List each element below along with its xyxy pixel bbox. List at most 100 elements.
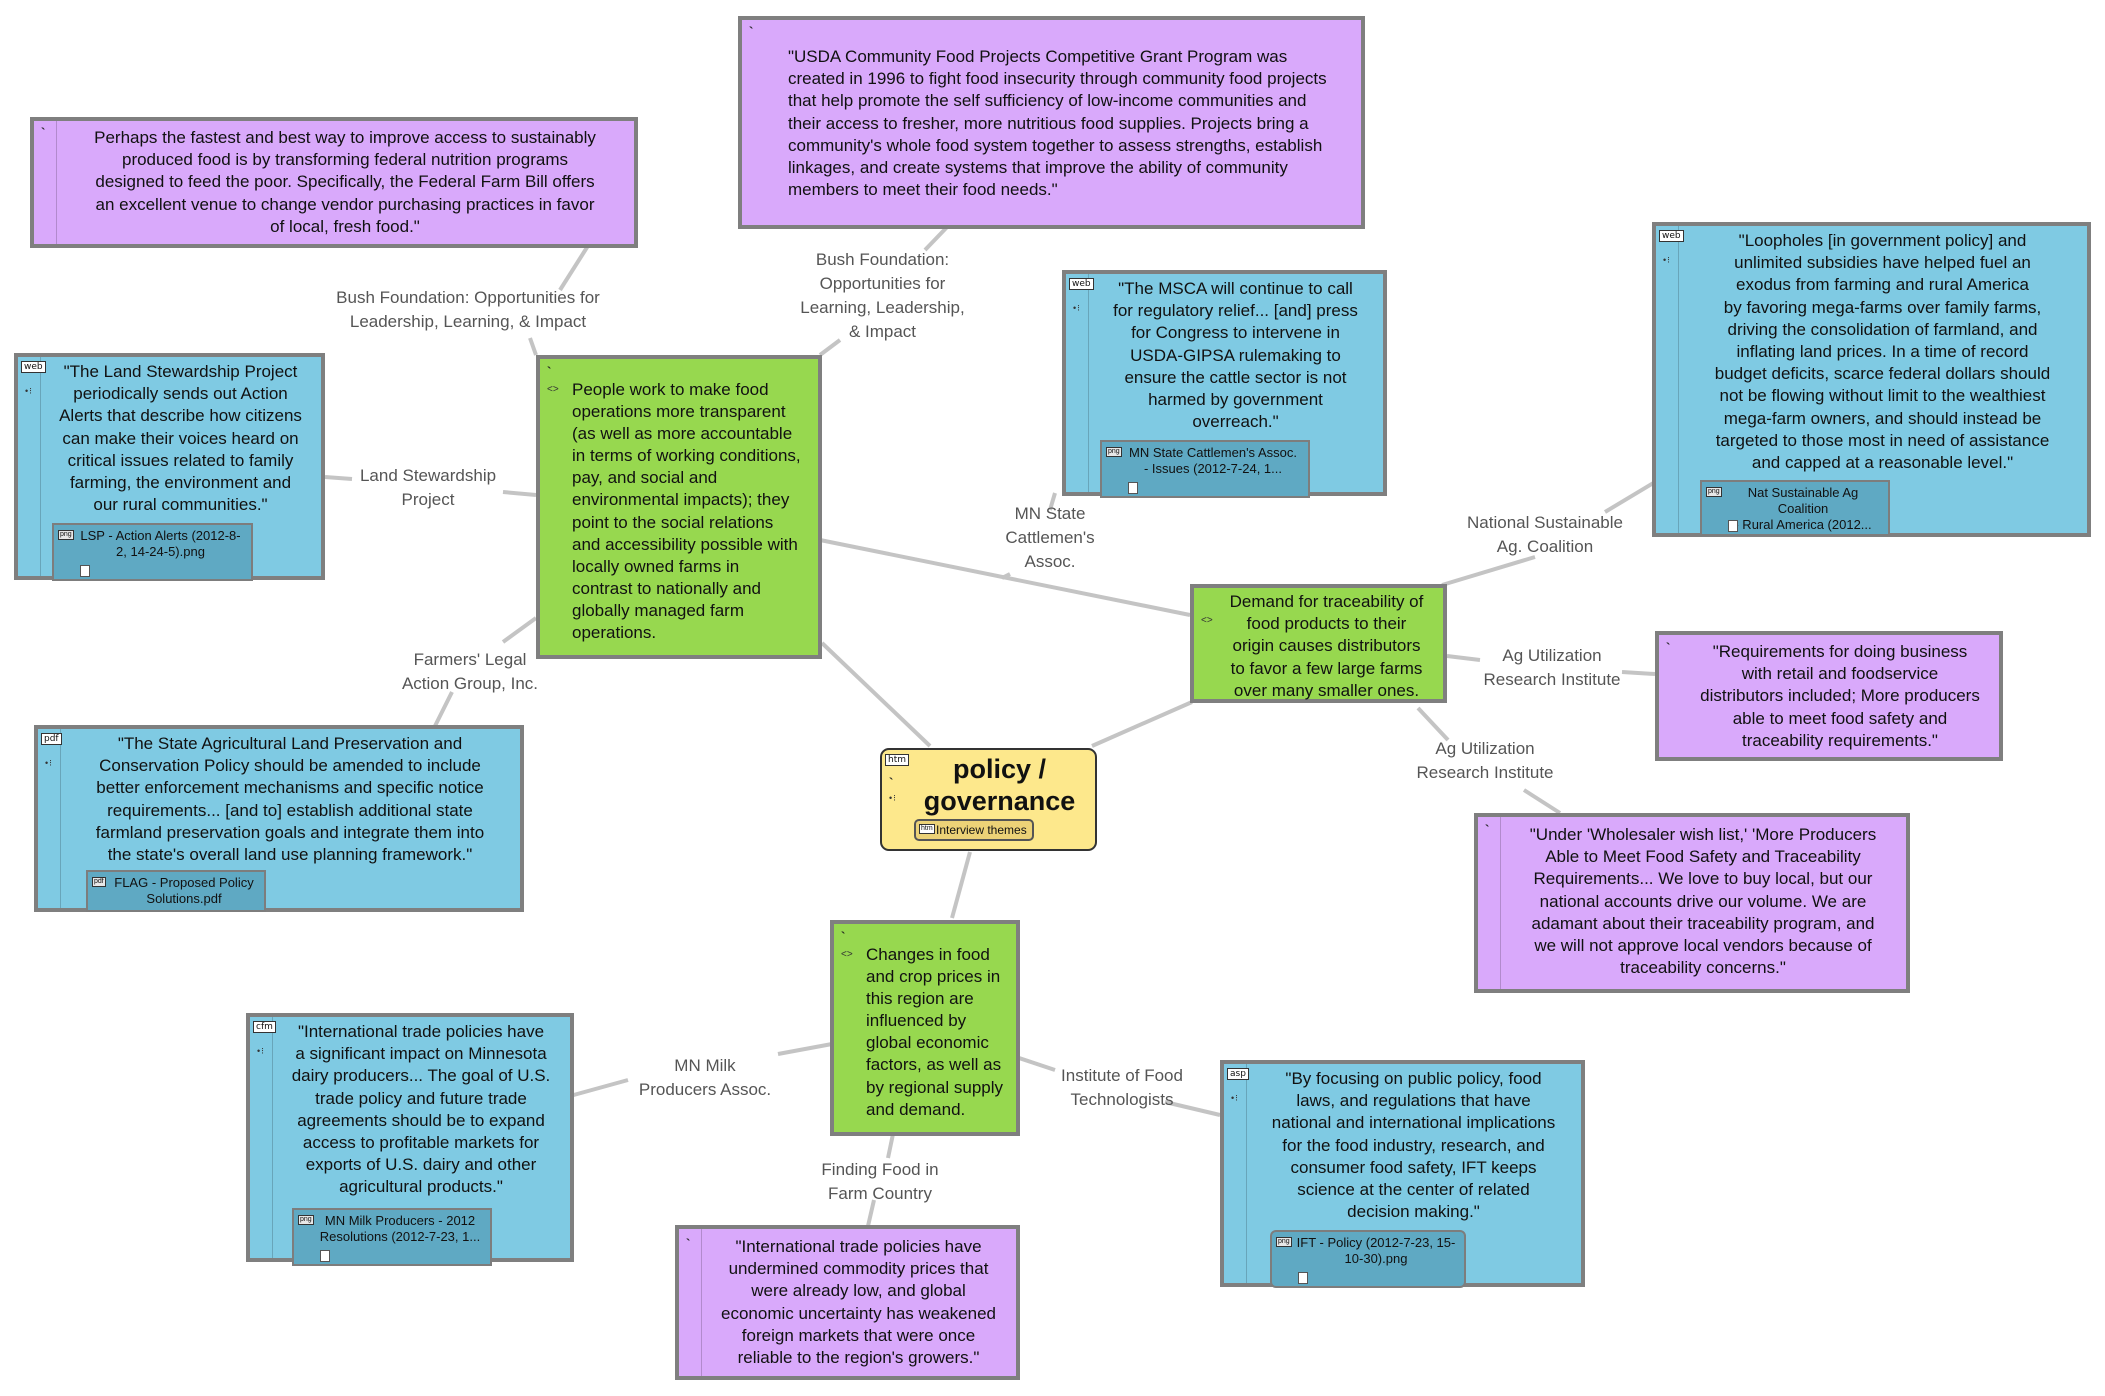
menu-icon[interactable]: •⁝ bbox=[25, 386, 34, 396]
quote-line: agreements should be to expand bbox=[297, 1110, 545, 1130]
node-gutter: ` <> bbox=[834, 924, 856, 1132]
theme-line: globally managed farm bbox=[572, 600, 744, 620]
theme-line: (as well as more accountable bbox=[572, 424, 793, 444]
menu-icon[interactable]: •⁝ bbox=[1073, 303, 1082, 313]
quote-line: produced food is by transforming federal… bbox=[121, 150, 568, 170]
menu-icon[interactable]: •⁝ bbox=[889, 793, 898, 803]
interview-themes-link[interactable]: htm Interview themes bbox=[914, 819, 1034, 841]
quote-usda[interactable]: ` "USDA Community Food Projects Competit… bbox=[738, 16, 1365, 229]
web-icon[interactable]: web bbox=[1659, 230, 1684, 242]
web-icon[interactable]: web bbox=[21, 361, 46, 373]
label-line: Producers Assoc. bbox=[638, 1080, 772, 1099]
expand-icon[interactable]: <> bbox=[841, 949, 853, 960]
attachment-ift[interactable]: png IFT - Policy (2012-7-23, 15- 10-30).… bbox=[1270, 1230, 1466, 1289]
png-icon: png bbox=[1706, 487, 1722, 498]
link-lsp-a bbox=[324, 475, 353, 481]
menu-icon[interactable]: •⁝ bbox=[45, 758, 54, 768]
menu-icon[interactable]: •⁝ bbox=[1663, 255, 1672, 265]
menu-icon[interactable]: •⁝ bbox=[257, 1046, 266, 1056]
label-line: Opportunities for bbox=[819, 274, 946, 293]
quote-line: dairy producers... The goal of U.S. bbox=[291, 1066, 551, 1086]
label-line: MN Milk bbox=[674, 1056, 736, 1075]
page-icon bbox=[80, 565, 90, 578]
attachment-name: FLAG - Proposed Policy bbox=[114, 875, 254, 891]
quote-line: driving the consolidation of farmland, a… bbox=[1727, 319, 2038, 339]
link-central-traceability bbox=[1091, 700, 1193, 748]
quote-auri-requirements[interactable]: ` "Requirements for doing business with … bbox=[1655, 631, 2003, 761]
node-gutter: ` bbox=[1478, 817, 1501, 989]
node-gutter: ` bbox=[742, 20, 764, 225]
theme-line: in terms of working conditions, bbox=[572, 446, 801, 466]
label-line: Bush Foundation: bbox=[815, 250, 950, 269]
quote-mmpa[interactable]: cfm •⁝ "International trade policies hav… bbox=[246, 1013, 574, 1266]
quote-line: periodically sends out Action bbox=[73, 384, 288, 404]
label-line: Farm Country bbox=[828, 1184, 932, 1203]
link-label-fffc: Finding Food in Farm Country bbox=[800, 1158, 960, 1206]
quote-body: "The State Agricultural Land Preservatio… bbox=[60, 729, 520, 913]
theme-line: influenced by bbox=[866, 1011, 967, 1031]
quote-line: access to profitable markets for bbox=[302, 1133, 540, 1153]
theme-line: to favor a few large farms bbox=[1230, 658, 1423, 678]
node-gutter: web •⁝ bbox=[1066, 274, 1094, 492]
theme-traceability[interactable]: <> Demand for traceability of food produ… bbox=[1190, 584, 1447, 703]
quote-line: agricultural products." bbox=[339, 1177, 503, 1197]
link-central-prices bbox=[950, 851, 972, 919]
cfm-icon[interactable]: cfm bbox=[253, 1021, 276, 1033]
pdf-icon[interactable]: pdf bbox=[41, 733, 62, 745]
central-node-policy-governance[interactable]: htm ` •⁝ policy / governance htm Intervi… bbox=[880, 748, 1097, 851]
theme-line: pay, and social and bbox=[572, 468, 718, 488]
attachment-name: Nat Sustainable Ag Coalition bbox=[1747, 485, 1859, 517]
quote-msca[interactable]: web •⁝ "The MSCA will continue to call f… bbox=[1062, 270, 1387, 499]
htm-icon[interactable]: htm bbox=[885, 754, 909, 766]
quote-line: better enforcement mechanisms and specif… bbox=[96, 778, 484, 798]
quote-line: for regulatory relief... [and] press bbox=[1113, 301, 1358, 321]
expand-icon[interactable]: <> bbox=[547, 384, 559, 395]
link-label-mmpa: MN Milk Producers Assoc. bbox=[620, 1054, 790, 1102]
label-line: & Impact bbox=[848, 322, 917, 341]
quote-auri-wishlist[interactable]: ` "Under 'Wholesaler wish list,' 'More P… bbox=[1474, 813, 1910, 993]
link-mmpa-b bbox=[569, 1078, 629, 1098]
quote-line: Alerts that describe how citizens bbox=[59, 406, 302, 426]
quote-body: "The MSCA will continue to call for regu… bbox=[1088, 274, 1383, 499]
attachment-mmpa[interactable]: png MN Milk Producers - 2012 Resolutions… bbox=[292, 1207, 492, 1266]
web-icon[interactable]: web bbox=[1069, 278, 1094, 290]
theme-line: and accessibility possible with bbox=[572, 534, 798, 554]
attachment-nsac[interactable]: png Nat Sustainable Ag Coalition - Rural… bbox=[1700, 480, 1890, 537]
quote-lsp[interactable]: web •⁝ "The Land Stewardship Project per… bbox=[14, 353, 325, 582]
theme-transparency[interactable]: ` <> People work to make food operations… bbox=[536, 355, 822, 659]
quote-body: Perhaps the fastest and best way to impr… bbox=[56, 121, 634, 244]
menu-icon[interactable]: •⁝ bbox=[1231, 1093, 1240, 1103]
link-label-msca: MN State Cattlemen's Assoc. bbox=[990, 502, 1110, 574]
quote-line: a significant impact on Minnesota bbox=[295, 1044, 547, 1064]
quote-line: we will not approve local vendors becaus… bbox=[1534, 936, 1872, 956]
tag-label: Interview themes bbox=[936, 823, 1027, 837]
quote-nsac[interactable]: web •⁝ "Loopholes [in government policy]… bbox=[1652, 222, 2091, 537]
theme-prices[interactable]: ` <> Changes in food and crop prices in … bbox=[830, 920, 1020, 1136]
quote-fffc[interactable]: ` "International trade policies have und… bbox=[675, 1225, 1020, 1380]
quote-ift[interactable]: asp •⁝ "By focusing on public policy, fo… bbox=[1220, 1060, 1585, 1289]
quote-line: adamant about their traceability program… bbox=[1531, 913, 1875, 933]
quote-flag[interactable]: pdf •⁝ "The State Agricultural Land Pres… bbox=[34, 725, 524, 913]
central-title: policy / bbox=[952, 754, 1047, 784]
label-line: Research Institute bbox=[1483, 670, 1621, 689]
link-ift-a bbox=[1012, 1054, 1056, 1072]
attachment-lsp[interactable]: png LSP - Action Alerts (2012-8- 2, 14-2… bbox=[52, 523, 253, 582]
quote-line: "The MSCA will continue to call bbox=[1118, 279, 1353, 298]
link-fffc-b bbox=[866, 1199, 876, 1227]
node-gutter: ` bbox=[34, 121, 57, 244]
quote-line: "The Land Stewardship Project bbox=[63, 362, 298, 381]
quote-line: their access to fresher, more nutritious… bbox=[788, 113, 1309, 133]
quote-line: consumer food safety, IFT keeps bbox=[1290, 1157, 1537, 1177]
asp-icon[interactable]: asp bbox=[1227, 1068, 1249, 1080]
theme-body: People work to make food operations more… bbox=[562, 359, 818, 655]
attachment-flag[interactable]: pdf FLAG - Proposed Policy Solutions.pdf bbox=[86, 870, 266, 913]
node-gutter: pdf •⁝ bbox=[38, 729, 62, 908]
expand-icon[interactable]: <> bbox=[1201, 615, 1213, 626]
link-label-ift: Institute of Food Technologists bbox=[1037, 1064, 1207, 1112]
attachment-name: LSP - Action Alerts (2012-8- bbox=[80, 528, 241, 544]
png-icon: png bbox=[1276, 1237, 1292, 1248]
quote-bush-federal[interactable]: ` Perhaps the fastest and best way to im… bbox=[30, 117, 638, 248]
theme-line: People work to make food bbox=[572, 380, 769, 399]
attachment-msca[interactable]: png MN State Cattlemen's Assoc. - Issues… bbox=[1100, 440, 1310, 499]
quote-line: undermined commodity prices that bbox=[728, 1259, 989, 1279]
